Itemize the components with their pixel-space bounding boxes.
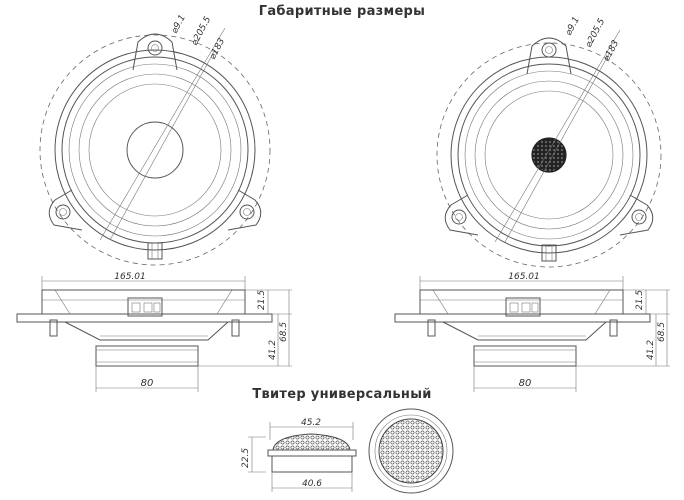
speaker-front-view-left <box>39 27 271 266</box>
magnet-dim-left: 80 <box>141 378 154 389</box>
dimensions-title: Габаритные размеры <box>258 4 426 19</box>
flange-dim-right: 21.5 <box>635 290 645 310</box>
width-dim-right: 165.01 <box>508 272 540 282</box>
tweeter-grille-icon <box>378 418 444 484</box>
total-depth-dim-right: 68.5 <box>657 322 667 342</box>
total-depth-dim-left: 68.5 <box>279 322 289 342</box>
flange-dim-left: 21.5 <box>257 290 267 310</box>
speaker-side-view-left <box>16 276 292 392</box>
speaker-front-view-right <box>436 29 662 268</box>
mount-hole-dim-right: ⌀9.1 <box>564 15 582 37</box>
outer-dia-dim-right: ⌀205.5 <box>584 17 608 49</box>
tweeter-bottom-dim: 40.6 <box>302 479 322 489</box>
body-depth-dim-left: 41.2 <box>268 340 278 360</box>
tweeter-side-view <box>248 422 357 492</box>
tweeter-top-dim: 45.2 <box>301 418 321 428</box>
body-depth-dim-right: 41.2 <box>646 340 656 360</box>
speaker-side-view-right <box>394 276 670 392</box>
inner-dia-dim-left: ⌀183 <box>208 37 228 62</box>
width-dim-left: 165.01 <box>114 272 146 282</box>
tweeter-height-dim: 22.5 <box>241 448 251 468</box>
outer-dia-dim-left: ⌀205.5 <box>190 15 214 47</box>
mount-hole-dim-left: ⌀9.1 <box>170 13 188 35</box>
tweeter-mesh-icon <box>531 137 567 173</box>
magnet-dim-right: 80 <box>519 378 532 389</box>
inner-dia-dim-right: ⌀183 <box>602 39 622 64</box>
tweeter-front-view <box>368 408 454 494</box>
tweeter-title: Твитер универсальный <box>252 387 432 402</box>
